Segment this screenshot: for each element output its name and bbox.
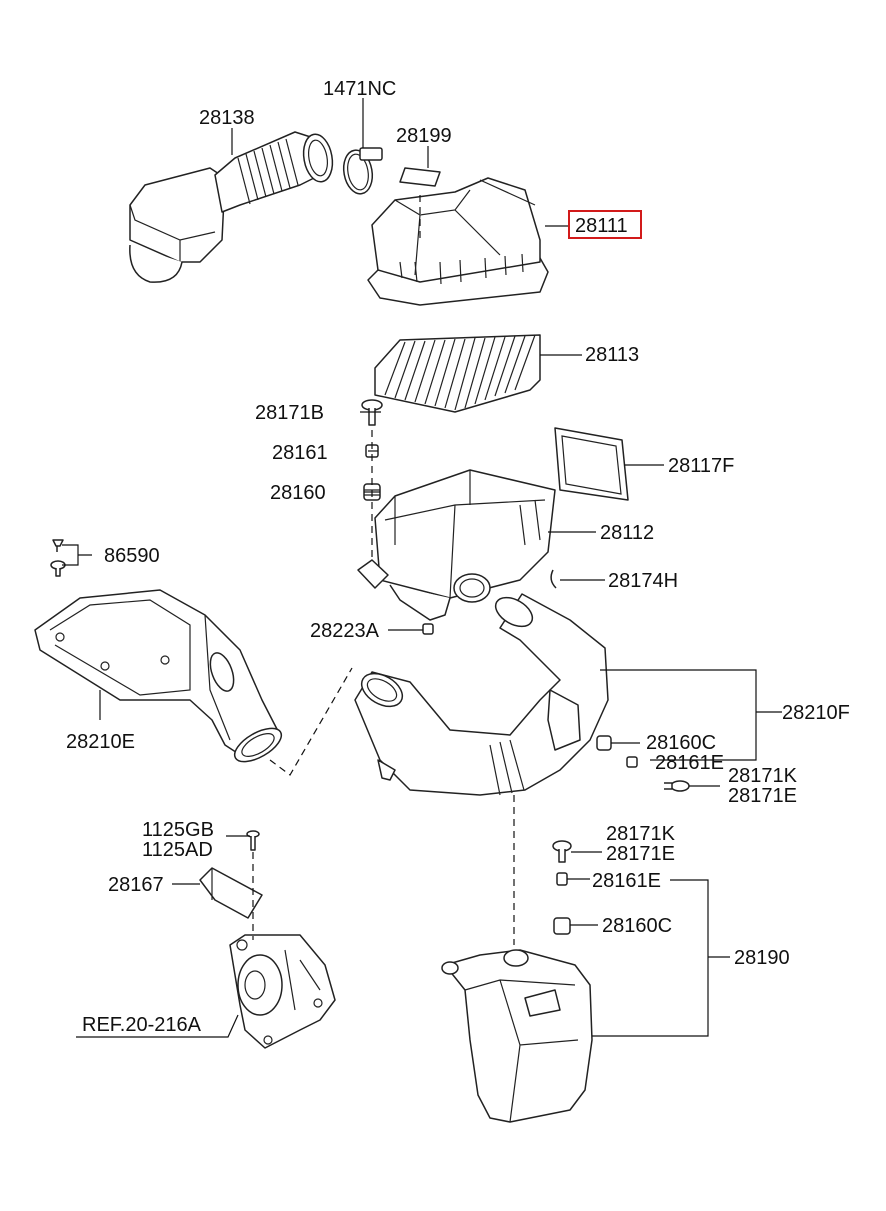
label-86590: 86590 <box>104 545 160 567</box>
part-28210F-intake-hose[interactable] <box>354 592 609 796</box>
label-28160: 28160 <box>270 482 326 504</box>
label-28174H: 28174H <box>608 570 678 592</box>
dashed-alignment-lines <box>252 195 515 945</box>
label-28160C-lower: 28160C <box>602 915 672 937</box>
part-28174H-clip[interactable] <box>550 569 557 589</box>
label-28171K-lower: 28171K <box>606 823 676 845</box>
part-28190-resonator[interactable] <box>441 949 593 1123</box>
label-28111[interactable]: 28111 <box>575 215 628 237</box>
part-28171K-bolt-upper[interactable] <box>664 780 690 792</box>
label-28171K-upper: 28171K <box>728 765 798 787</box>
part-28111-air-cleaner-cover[interactable] <box>367 177 549 306</box>
label-ref-20-216A: REF.20-216A <box>82 1014 202 1036</box>
part-28223A-nut[interactable] <box>422 623 434 635</box>
label-28210F: 28210F <box>782 702 850 724</box>
label-28171E-lower: 28171E <box>606 843 675 865</box>
label-28223A: 28223A <box>310 620 380 642</box>
part-28113-filter-element[interactable] <box>374 334 541 413</box>
label-28161E-upper: 28161E <box>655 752 724 774</box>
label-1125GB: 1125GB <box>142 819 214 841</box>
label-28113: 28113 <box>585 344 639 366</box>
part-1471NC-hose-clamp[interactable] <box>340 147 383 196</box>
label-28117F: 28117F <box>668 455 734 477</box>
part-28160C-grommet-lower[interactable] <box>553 917 571 935</box>
label-28167: 28167 <box>108 874 164 896</box>
part-28161E-collar-lower[interactable] <box>556 872 568 886</box>
part-28171K-bolt-lower[interactable] <box>552 840 572 863</box>
part-28199-label[interactable] <box>399 167 441 187</box>
label-1471NC: 1471NC <box>323 78 396 100</box>
part-28167-bracket[interactable] <box>199 867 263 919</box>
label-28161: 28161 <box>272 442 328 464</box>
leader-lines <box>62 98 782 1038</box>
part-28117F-gasket[interactable] <box>554 427 629 501</box>
part-labels: 28138 1471NC 28199 28111 28113 28171B 28… <box>66 78 850 1036</box>
part-1125GB-bolt[interactable] <box>246 830 260 851</box>
label-28160C-upper: 28160C <box>646 732 716 754</box>
part-28138-intake-duct[interactable] <box>129 131 336 283</box>
label-1125AD: 1125AD <box>142 839 213 861</box>
label-28199: 28199 <box>396 125 452 147</box>
label-28190: 28190 <box>734 947 790 969</box>
part-28160C-grommet-upper[interactable] <box>596 735 612 751</box>
label-28138: 28138 <box>199 107 255 129</box>
label-28171B: 28171B <box>255 402 324 424</box>
part-28112-air-cleaner-body[interactable] <box>357 469 556 621</box>
label-28210E: 28210E <box>66 731 135 753</box>
highlight-box-28111 <box>568 210 642 239</box>
part-28210E-resonator-duct[interactable] <box>34 589 287 768</box>
label-28112: 28112 <box>600 522 654 544</box>
engine-mount-ref[interactable] <box>229 934 336 1049</box>
label-28171E-upper: 28171E <box>728 785 797 807</box>
part-28161E-collar-upper[interactable] <box>626 756 638 768</box>
label-28161E-lower: 28161E <box>592 870 661 892</box>
